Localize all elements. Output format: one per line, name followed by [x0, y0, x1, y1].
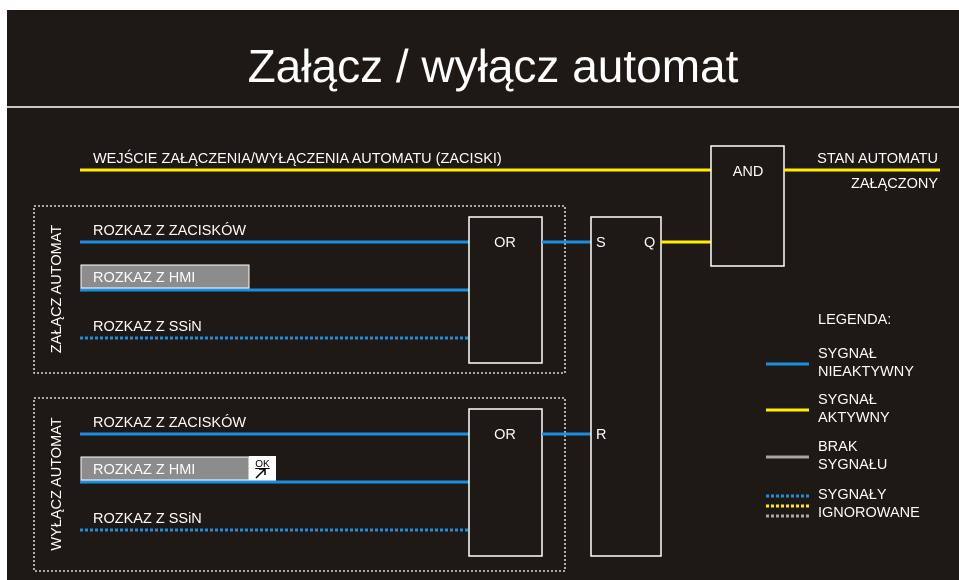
top-input-label: WEJŚCIE ZAŁĄCZENIA/WYŁĄCZENIA AUTOMATU (… [93, 149, 502, 167]
output-label-line1: STAN AUTOMATU [817, 151, 938, 167]
flipflop-output-label: Q [644, 235, 655, 251]
ok-cursor-icon: OK [249, 456, 276, 481]
input-label-terminals-off: ROZKAZ Z ZACISKÓW [93, 414, 246, 431]
and-gate [710, 145, 785, 267]
slide-title: Załącz / wyłącz automat [248, 40, 739, 92]
legend-title: LEGENDA: [818, 312, 891, 328]
hmi-button-on[interactable]: ROZKAZ Z HMI [80, 264, 250, 289]
input-label-ssin-off: ROZKAZ Z SSiN [93, 511, 202, 527]
ok-cursor-icon-label: OK [255, 459, 270, 470]
slide-background [7, 10, 959, 580]
legend-missing-line2: SYGNAŁU [818, 457, 887, 473]
legend-ignored-line2: IGNOROWANE [818, 505, 920, 521]
hmi-button-off[interactable]: ROZKAZ Z HMI [80, 456, 250, 481]
or-gate-off-label: OR [494, 427, 516, 443]
group-frame-on [33, 205, 566, 374]
input-label-terminals-on: ROZKAZ Z ZACISKÓW [93, 222, 246, 239]
legend-inactive-line2: NIEAKTYWNY [818, 364, 914, 380]
flipflop-reset-label: R [596, 427, 606, 443]
legend-missing-line1: BRAK [818, 439, 858, 455]
legend-swatch-ignored [766, 494, 809, 518]
legend-active-line2: AKTYWNY [818, 410, 890, 426]
or-gate-on [468, 216, 543, 364]
or-gate-on-label: OR [494, 235, 516, 251]
group-title-on: ZAŁĄCZ AUTOMAT [49, 225, 65, 354]
hmi-button-off-label: ROZKAZ Z HMI [93, 462, 195, 478]
input-label-ssin-on: ROZKAZ Z SSiN [93, 319, 202, 335]
and-gate-label: AND [733, 164, 764, 180]
legend-inactive-line1: SYGNAŁ [818, 346, 877, 362]
group-frame-off [33, 397, 566, 572]
group-title-off: WYŁĄCZ AUTOMAT [49, 417, 65, 550]
legend-ignored-line1: SYGNAŁY [818, 487, 887, 503]
or-gate-off [468, 408, 543, 557]
legend-active-line1: SYGNAŁ [818, 392, 877, 408]
flipflop-set-label: S [596, 235, 606, 251]
hmi-button-on-label: ROZKAZ Z HMI [93, 270, 195, 286]
sr-flipflop [590, 216, 662, 557]
output-label-line2: ZAŁĄCZONY [851, 176, 938, 192]
